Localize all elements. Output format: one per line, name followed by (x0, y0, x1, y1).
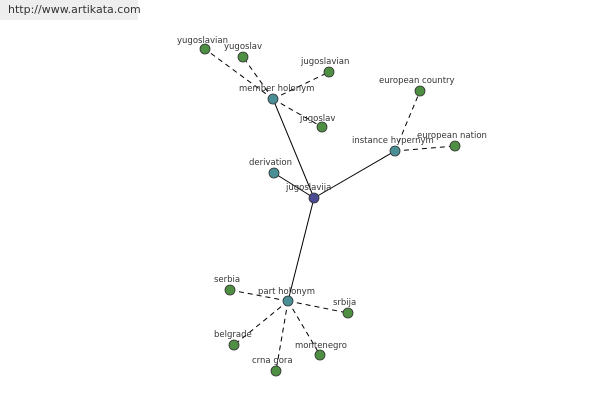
edge-member-holonym-jugoslav (272, 98, 323, 128)
relation-node-member-holonym[interactable]: member holonym (239, 84, 314, 105)
edge-part-holonym-srbija (287, 300, 349, 314)
leaf-node-jugoslavian[interactable]: jugoslavian (300, 57, 349, 78)
center-node-marker[interactable] (308, 192, 320, 204)
leaf-node-marker[interactable] (414, 85, 426, 97)
center-node-jugoslavija[interactable]: jugoslavija (285, 183, 331, 204)
edge-part-holonym-belgrade (233, 300, 289, 346)
relation-node-derivation[interactable]: derivation (249, 158, 292, 179)
leaf-node-european-nation[interactable]: european nation (417, 131, 487, 152)
relation-node-marker[interactable] (267, 93, 279, 105)
leaf-node-jugoslav[interactable]: jugoslav (299, 114, 335, 133)
edge-jugoslavija-derivation (273, 172, 315, 199)
relation-node-label: derivation (249, 158, 292, 168)
relation-node-marker[interactable] (282, 295, 294, 307)
relation-node-label: member holonym (239, 84, 314, 94)
leaf-node-marker[interactable] (270, 365, 282, 377)
leaf-node-marker[interactable] (449, 140, 461, 152)
leaf-node-label: european country (379, 76, 455, 86)
leaf-node-label: belgrade (214, 330, 252, 340)
leaf-node-yugoslavian[interactable]: yugoslavian (177, 36, 228, 55)
leaf-node-montenegro[interactable]: montenegro (295, 341, 347, 361)
leaf-node-label: serbia (214, 275, 240, 285)
edge-instance-hypernym-european-country (394, 90, 421, 152)
edge-instance-hypernym-european-nation (394, 145, 456, 152)
leaf-node-marker[interactable] (228, 339, 240, 351)
relation-node-marker[interactable] (268, 167, 280, 179)
leaf-node-label: yugoslavian (177, 36, 228, 46)
edge-member-holonym-jugoslavian (272, 71, 330, 100)
edge-jugoslavija-instance-hypernym (313, 150, 396, 199)
leaf-node-belgrade[interactable]: belgrade (214, 330, 252, 351)
relation-node-label: part holonym (258, 287, 315, 297)
leaf-node-label: crna gora (252, 356, 293, 366)
leaf-node-marker[interactable] (342, 307, 354, 319)
leaf-node-label: jugoslav (299, 114, 335, 124)
relation-node-instance-hypernym[interactable]: instance hypernym (352, 136, 434, 157)
leaf-node-label: srbija (333, 298, 356, 308)
leaf-node-marker[interactable] (237, 51, 249, 63)
leaf-node-label: yugoslav (224, 42, 262, 52)
leaf-node-serbia[interactable]: serbia (214, 275, 240, 296)
leaf-node-crna-gora[interactable]: crna gora (252, 356, 293, 377)
leaf-node-yugoslav[interactable]: yugoslav (224, 42, 262, 63)
leaf-node-marker[interactable] (323, 66, 335, 78)
leaf-node-marker[interactable] (314, 349, 326, 361)
leaf-node-marker[interactable] (224, 284, 236, 296)
edge-part-holonym-serbia (229, 289, 289, 302)
relation-node-label: instance hypernym (352, 136, 434, 146)
leaf-node-european-country[interactable]: european country (379, 76, 455, 97)
relation-node-marker[interactable] (389, 145, 401, 157)
graph-edges (204, 48, 456, 372)
relation-node-part-holonym[interactable]: part holonym (258, 287, 315, 307)
leaf-node-label: montenegro (295, 341, 347, 351)
leaf-node-label: jugoslavian (300, 57, 349, 67)
leaf-node-label: european nation (417, 131, 487, 141)
edge-jugoslavija-part-holonym (287, 197, 315, 302)
edge-jugoslavija-member-holonym (272, 98, 315, 199)
leaf-node-marker[interactable] (316, 121, 328, 133)
center-node-label: jugoslavija (285, 183, 331, 193)
source-link[interactable]: http://www.artikata.com (0, 0, 141, 20)
edge-part-holonym-montenegro (287, 300, 321, 356)
leaf-node-marker[interactable] (199, 43, 211, 55)
edge-part-holonym-crna-gora (275, 300, 289, 372)
leaf-node-srbija[interactable]: srbija (333, 298, 356, 319)
